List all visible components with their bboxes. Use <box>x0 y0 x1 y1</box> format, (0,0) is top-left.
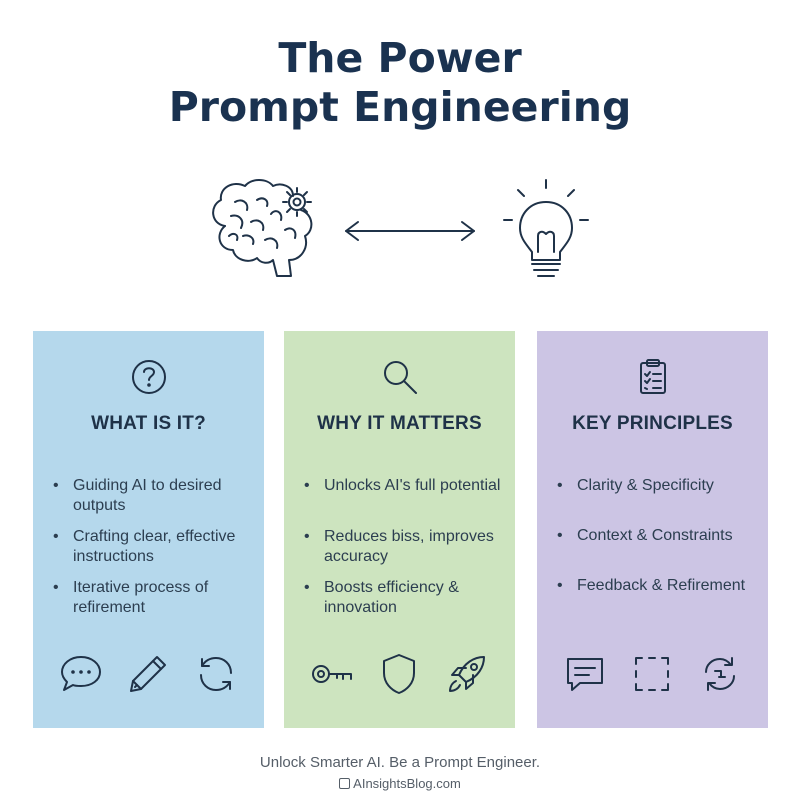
rocket-icon <box>449 656 486 692</box>
panel-heading: WHAT IS IT? <box>91 413 206 434</box>
bullet-item: Unlocks AI's full potential <box>304 476 505 516</box>
page-title: The Power Prompt Engineering <box>0 34 800 132</box>
source-label[interactable]: AInsightsBlog.com <box>353 776 461 791</box>
clipboard-icon <box>639 359 666 394</box>
bullet-item: Clarity & Specificity <box>557 476 758 496</box>
bullet-item: Reduces biss, improves accuracy <box>304 527 505 567</box>
panel-why-it-matters: WHY IT MATTERS Unlocks AI's full potenti… <box>284 331 515 728</box>
panel-heading: KEY PRINCIPLES <box>572 413 733 434</box>
bullet-list: Unlocks AI's full potential Reduces biss… <box>304 476 505 629</box>
bullet-list: Clarity & Specificity Context & Constrai… <box>557 476 758 626</box>
bullet-item: Boosts efficiency & innovation <box>304 578 505 618</box>
panel-what-is-it: WHAT IS IT? Guiding AI to desired output… <box>33 331 264 728</box>
refresh-icon <box>200 657 233 691</box>
magnifier-icon <box>383 361 417 394</box>
pencil-icon <box>130 656 167 692</box>
message-icon <box>566 658 603 691</box>
question-icon <box>131 360 166 394</box>
panel-heading: WHY IT MATTERS <box>317 413 482 434</box>
bullet-item: Context & Constraints <box>557 526 758 546</box>
bullet-list: Guiding AI to desired outputs Crafting c… <box>53 476 254 629</box>
title-line-1: The Power <box>278 34 522 82</box>
shield-icon <box>383 654 416 694</box>
source-credit: AInsightsBlog.com <box>0 776 800 791</box>
cycle-arrows-icon <box>705 657 736 691</box>
bullet-item: Guiding AI to desired outputs <box>53 476 254 516</box>
tagline: Unlock Smarter AI. Be a Prompt Engineer. <box>259 754 541 771</box>
site-logo-icon <box>339 778 351 789</box>
crop-frame-icon <box>635 657 670 691</box>
panel-key-principles: KEY PRINCIPLES Clarity & Specificity Con… <box>537 331 768 728</box>
lightbulb-icon <box>503 179 589 277</box>
title-line-2: Prompt Engineering <box>168 83 632 131</box>
bottom-icon-row <box>47 649 250 699</box>
bullet-item: Crafting clear, effective instructions <box>53 527 254 567</box>
bullet-item: Feedback & Refirement <box>557 576 758 596</box>
chat-bubble-icon <box>60 656 101 691</box>
bottom-icon-row <box>298 649 501 699</box>
double-arrow-icon <box>345 221 475 241</box>
key-icon <box>311 665 352 683</box>
bullet-item: Iterative process of refirement <box>53 578 254 618</box>
brain-gear-icon <box>212 179 313 277</box>
bottom-icon-row <box>551 649 754 699</box>
